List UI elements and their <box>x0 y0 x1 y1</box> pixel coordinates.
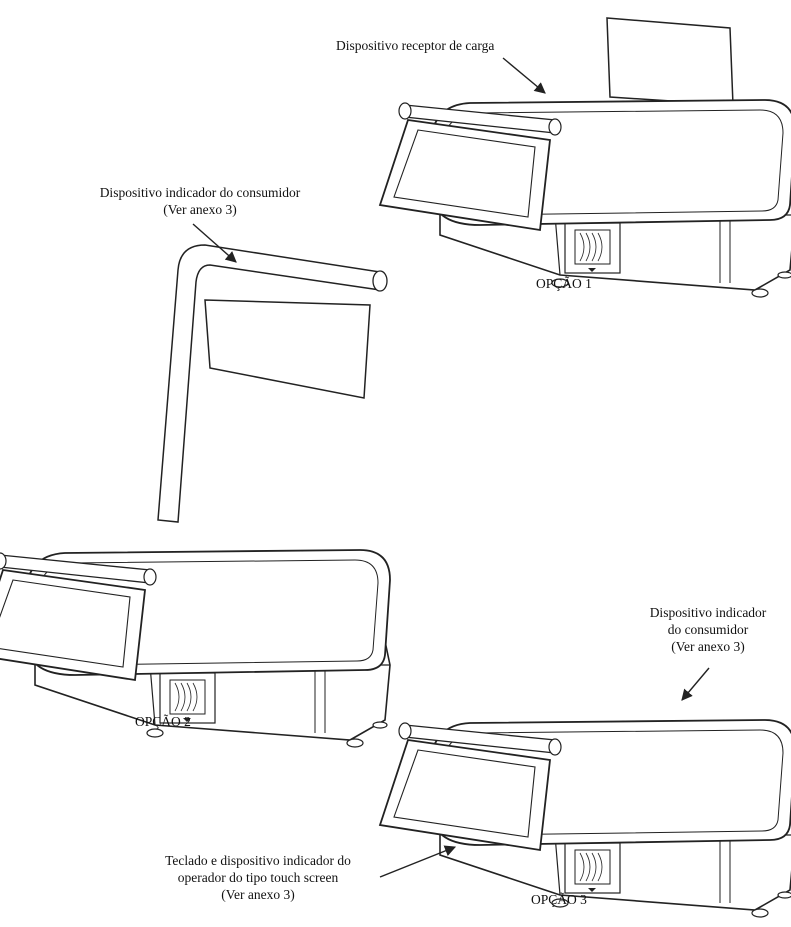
scale-option-2 <box>0 244 391 748</box>
label-option-3: OPÇÃO 3 <box>531 891 587 908</box>
label-option-2-text: OPÇÃO 2 <box>135 714 191 729</box>
label-operator: Teclado e dispositivo indicador do opera… <box>138 852 378 903</box>
label-option-3-text: OPÇÃO 3 <box>531 892 587 907</box>
label-consumer-top-line2: (Ver anexo 3) <box>163 202 237 217</box>
label-operator-line2: operador do tipo touch screen <box>177 870 339 885</box>
label-operator-line3: (Ver anexo 3) <box>221 887 295 902</box>
arrow-operator <box>379 845 457 878</box>
label-option-2: OPÇÃO 2 <box>135 713 191 730</box>
label-consumer-right-line2: do consumidor <box>667 622 749 637</box>
arrow-consumer-right <box>681 667 710 701</box>
label-receptor: Dispositivo receptor de carga <box>336 37 494 54</box>
label-consumer-right-line1: Dispositivo indicador <box>649 605 767 620</box>
scale-option-3 <box>379 719 791 918</box>
label-operator-line1: Teclado e dispositivo indicador do <box>165 853 351 868</box>
arrow-consumer-top <box>192 223 237 263</box>
label-consumer-top: Dispositivo indicador do consumidor (Ver… <box>70 184 330 218</box>
scale-option-1 <box>379 17 791 298</box>
label-consumer-right-line3: (Ver anexo 3) <box>671 639 745 654</box>
label-option-1: OPÇÃO 1 <box>536 275 592 292</box>
label-consumer-top-line1: Dispositivo indicador do consumidor <box>99 185 301 200</box>
label-option-1-text: OPÇÃO 1 <box>536 276 592 291</box>
label-receptor-text: Dispositivo receptor de carga <box>336 38 495 53</box>
arrow-receptor <box>502 57 546 94</box>
label-consumer-right: Dispositivo indicador do consumidor (Ver… <box>628 604 788 655</box>
